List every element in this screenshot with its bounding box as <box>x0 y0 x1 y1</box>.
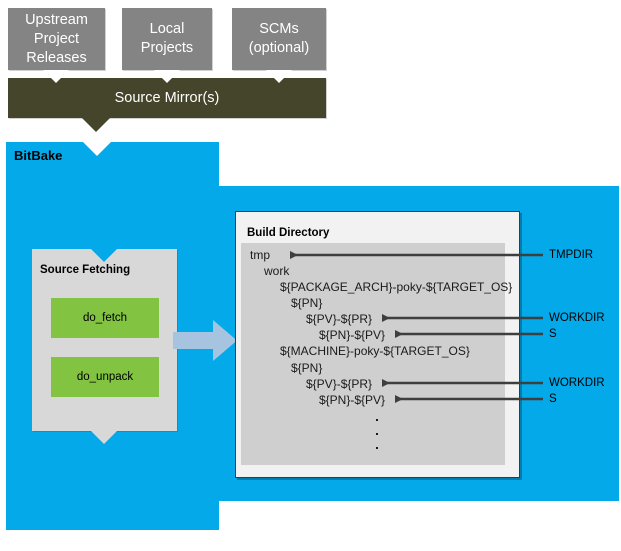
chevron-down-icon-local <box>154 70 180 83</box>
tree-line-pv-pr-2: ${PV}-${PR} <box>306 377 373 391</box>
tree-line-machine: ${MACHINE}-poky-${TARGET_OS} <box>280 344 470 358</box>
source-box-line: Releases <box>26 49 87 66</box>
task-label: do_fetch <box>82 312 128 324</box>
bitbake-label: BitBake <box>14 148 63 163</box>
source-box-line: Local <box>149 21 185 37</box>
source-box-line: Projects <box>140 40 194 56</box>
source-fetching-title: Source Fetching <box>40 264 131 276</box>
source-box-line: SCMs <box>259 21 299 37</box>
variable-label-tmpdir: TMPDIR <box>549 249 594 261</box>
flow-arrow-icon <box>173 320 237 361</box>
source-box-upstream-project-releases: Upstream Project Releases <box>8 8 105 70</box>
source-box-local-projects: Local Projects <box>122 8 212 70</box>
build-directory-tree-panel <box>241 243 505 465</box>
tree-line-pn-pv-2: ${PN}-${PV} <box>319 393 386 407</box>
tree-line-pn-1: ${PN} <box>291 296 323 310</box>
tree-line-tmp: tmp <box>250 248 271 262</box>
source-box-line: Upstream <box>25 11 88 28</box>
variable-label-workdir-2: WORKDIR <box>549 377 605 389</box>
ellipsis-dot <box>376 447 378 449</box>
task-box-do-fetch[interactable]: do_fetch <box>51 298 159 338</box>
tree-line-pn-2: ${PN} <box>291 361 323 375</box>
chevron-down-icon-source-fetching-output <box>91 431 117 444</box>
chevron-down-icon-mirror-output <box>82 118 110 132</box>
source-mirror-bar: Source Mirror(s) <box>8 78 326 118</box>
ellipsis-dot <box>376 419 378 421</box>
tree-line-package-arch: ${PACKAGE_ARCH}-poky-${TARGET_OS} <box>280 280 513 294</box>
source-mirror-label: Source Mirror(s) <box>114 90 220 106</box>
chevron-down-icon-upstream <box>43 70 69 83</box>
chevron-down-icon-source-fetching-input <box>91 249 117 262</box>
tree-line-work: work <box>264 264 290 278</box>
variable-label-s-2: S <box>549 393 557 405</box>
build-directory-title: Build Directory <box>247 227 330 239</box>
ellipsis-dot <box>376 433 378 435</box>
source-box-line: Project <box>33 30 80 47</box>
source-fetching-panel <box>32 249 177 431</box>
task-label: do_unpack <box>76 371 134 383</box>
source-box-scms-optional: SCMs (optional) <box>232 8 326 70</box>
chevron-down-icon-bitbake-input <box>83 142 111 156</box>
task-box-do-unpack[interactable]: do_unpack <box>51 357 159 397</box>
tree-line-pn-pv-1: ${PN}-${PV} <box>319 328 386 342</box>
variable-label-s-1: S <box>549 328 557 340</box>
variable-label-workdir-1: WORKDIR <box>549 312 605 324</box>
chevron-down-icon-scms <box>266 70 292 83</box>
tree-line-pv-pr-1: ${PV}-${PR} <box>306 312 373 326</box>
source-box-line: (optional) <box>248 40 310 56</box>
